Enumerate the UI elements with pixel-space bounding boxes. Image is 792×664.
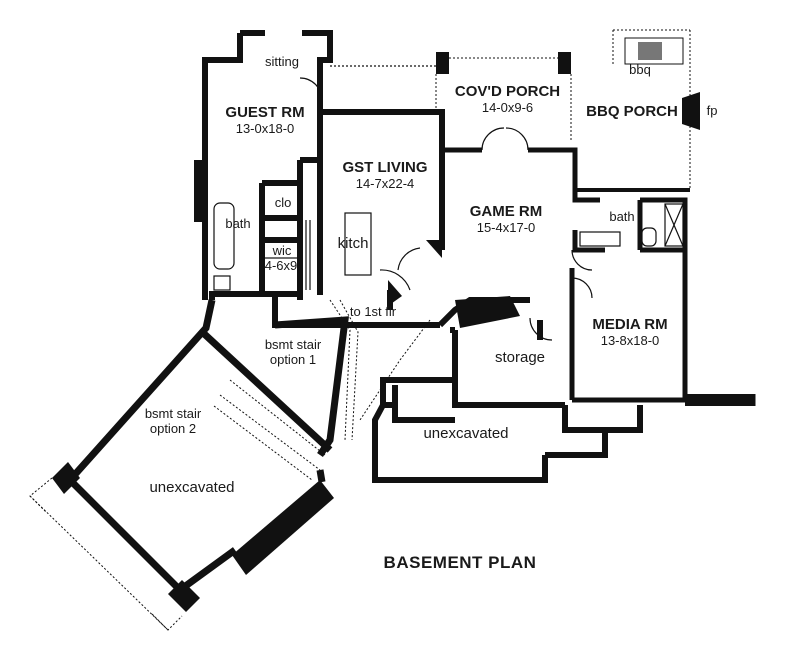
bbq-porch-label: BBQ PORCH	[586, 103, 678, 120]
left-wing-black-3	[168, 580, 200, 612]
wic-label: wic	[272, 243, 292, 258]
bbq-porch-walls	[575, 29, 700, 192]
left-wing-dashed	[29, 477, 183, 631]
to-first-floor-label: to 1st flr	[349, 304, 397, 319]
guest-living-name: GST LIVING	[342, 159, 428, 176]
interior-fixtures	[213, 65, 440, 293]
bsmt-stair-option-2-line1: bsmt stair	[144, 406, 202, 421]
storage-label: storage	[494, 349, 546, 366]
bsmt-stair-option-2-line2: option 2	[149, 421, 197, 436]
bsmt-stair-option-1-line2: option 1	[269, 352, 317, 367]
plan-title: BASEMENT PLAN	[383, 553, 537, 572]
media-room-dim: 13-8x18-0	[600, 333, 660, 348]
stairs	[213, 299, 431, 481]
unexcavated-right-label: unexcavated	[423, 425, 509, 442]
bbq-label: bbq	[629, 62, 651, 77]
bath-right-fixtures	[571, 203, 684, 299]
wic-dim: 4-6x9	[264, 258, 298, 273]
bath-left-label: bath	[225, 216, 251, 231]
guest-room-walls	[202, 30, 333, 300]
storage-corner-black	[455, 296, 520, 328]
left-wing-black-1	[52, 462, 80, 494]
stair-corner	[388, 280, 402, 306]
left-wing-black-2	[232, 480, 334, 575]
covered-porch-name: COV'D PORCH	[454, 83, 561, 100]
living-corner	[426, 240, 442, 258]
unexcavated-left-label: unexcavated	[149, 479, 235, 496]
media-room-wall-black	[685, 394, 755, 406]
fireplace-label: fp	[706, 103, 718, 118]
game-room-walls	[569, 190, 755, 403]
sitting-label: sitting	[265, 54, 299, 69]
kitchen-label: kitch	[337, 235, 369, 252]
guest-room-exterior-column	[194, 160, 204, 222]
closet-label: clo	[274, 195, 292, 210]
bsmt-stair-option-1-line1: bsmt stair	[264, 337, 322, 352]
guest-room-dim: 13-0x18-0	[235, 121, 295, 136]
guest-room-name: GUEST RM	[225, 104, 305, 121]
left-wing-walls	[67, 299, 350, 593]
bath-right-label: bath	[609, 209, 635, 224]
game-room-dim: 15-4x17-0	[476, 220, 536, 235]
guest-living-dim: 14-7x22-4	[355, 176, 415, 191]
media-room-name: MEDIA RM	[592, 316, 668, 333]
game-room-name: GAME RM	[469, 203, 543, 220]
covered-porch-walls	[435, 52, 578, 190]
covered-porch-dim: 14-0x9-6	[481, 100, 534, 115]
